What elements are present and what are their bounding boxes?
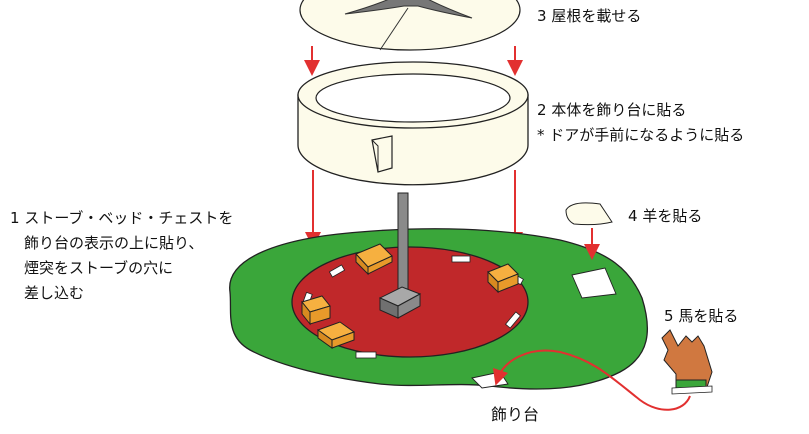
step2-number: 2 [537, 101, 547, 119]
stove-block-1 [301, 295, 331, 326]
sheep-piece [565, 202, 613, 260]
step1-number: 1 [10, 209, 20, 227]
step4-label: 4 羊を貼る [628, 206, 702, 227]
furniture-pieces [301, 243, 519, 349]
step3-label: 3 屋根を載せる [537, 6, 641, 27]
step1-line-3: 煙突をストーブの穴に [24, 259, 174, 277]
sheep-spot [571, 267, 617, 299]
body-cylinder [297, 61, 529, 186]
step2-label: 2 本体を飾り台に貼る [537, 100, 686, 121]
chimney [378, 192, 422, 319]
step5-label: 5 馬を貼る [664, 306, 738, 327]
chest-block [487, 263, 519, 294]
horse-piece [492, 329, 713, 411]
arrows-roof-to-body [304, 46, 523, 76]
step2-text: 本体を飾り台に貼る [551, 101, 687, 119]
arrows-body-to-base [305, 170, 523, 248]
stove-block-2 [316, 321, 356, 349]
roof [299, 0, 521, 51]
step5-text: 馬を貼る [678, 307, 739, 325]
step2-note: * ドアが手前になるように貼る [537, 126, 745, 144]
bed-block [355, 243, 393, 276]
base-label: 飾り台 [491, 405, 540, 424]
step3-text: 屋根を載せる [551, 7, 642, 25]
step1-line-2: 飾り台の表示の上に貼り、 [24, 234, 204, 252]
step4-text: 羊を貼る [642, 207, 703, 225]
step1-line-1: ストーブ・ベッド・チェストを [24, 209, 234, 227]
step5-number: 5 [664, 307, 674, 325]
step4-number: 4 [628, 207, 638, 225]
step3-number: 3 [537, 7, 547, 25]
step1-line-4: 差し込む [24, 284, 85, 302]
base-platform [229, 228, 648, 390]
